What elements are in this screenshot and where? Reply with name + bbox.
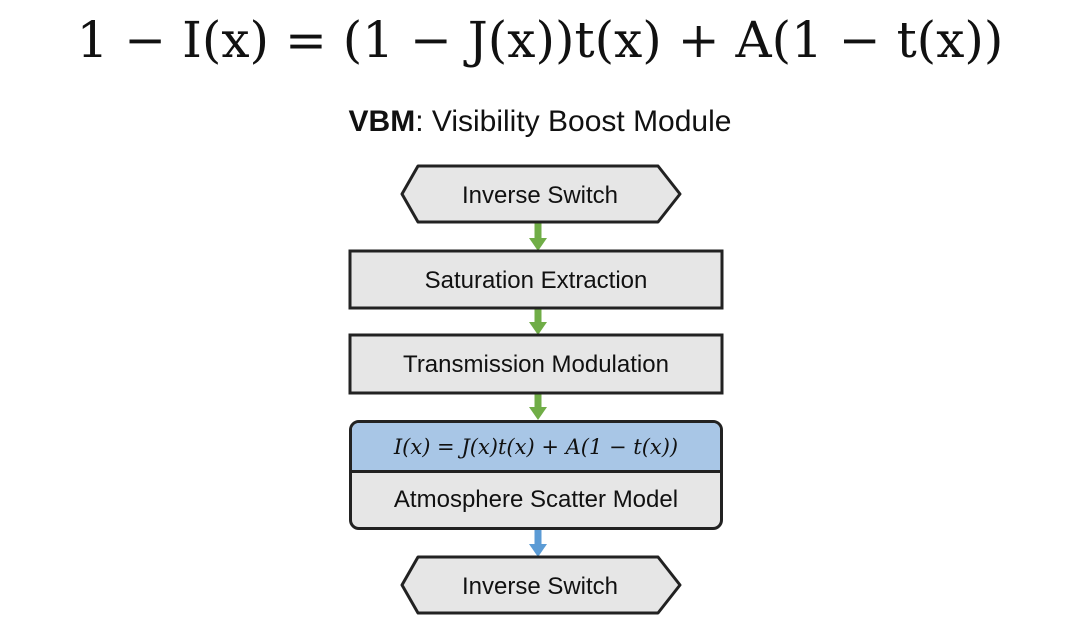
edge-1-arrowhead [529,238,547,251]
inverse-switch-top-label: Inverse Switch [462,182,618,209]
haze-model-equation: 1 − I(x) = (1 − J(x))t(x) + A(1 − t(x)) [76,11,1004,69]
saturation-extraction-label: Saturation Extraction [425,267,648,294]
edge-4-arrowhead [529,544,547,557]
module-abbreviation: VBM [348,105,416,138]
node-inverse-switch-bottom: Inverse Switch [400,555,682,615]
edge-2-arrowhead [529,322,547,335]
inverse-switch-top-shape [400,164,682,224]
inverse-switch-bottom-shape [400,555,682,615]
inverse-switch-bottom-label: Inverse Switch [462,573,618,600]
transmission-modulation-label: Transmission Modulation [403,351,669,378]
saturation-extraction-shape [348,249,724,310]
edge-1 [529,222,547,251]
node-saturation-extraction: Saturation Extraction [348,249,724,310]
transmission-modulation-shape [348,333,724,395]
node-inverse-switch-top: Inverse Switch [400,164,682,224]
module-title-rest: : Visibility Boost Module [415,105,732,138]
atmosphere-scatter-model-label: Atmosphere Scatter Model [393,486,679,513]
edge-3-arrowhead [529,407,547,420]
module-title: VBM: Visibility Boost Module [0,102,1080,142]
edge-2 [529,308,547,335]
edge-3 [529,393,547,420]
node-atmosphere-scatter-model: I(x) = J(x)t(x) + A(1 − t(x)) Atmosphere… [349,420,723,530]
node-transmission-modulation: Transmission Modulation [348,333,724,395]
edge-4 [529,530,547,557]
scatter-model-formula: I(x) = J(x)t(x) + A(1 − t(x)) [352,423,720,473]
